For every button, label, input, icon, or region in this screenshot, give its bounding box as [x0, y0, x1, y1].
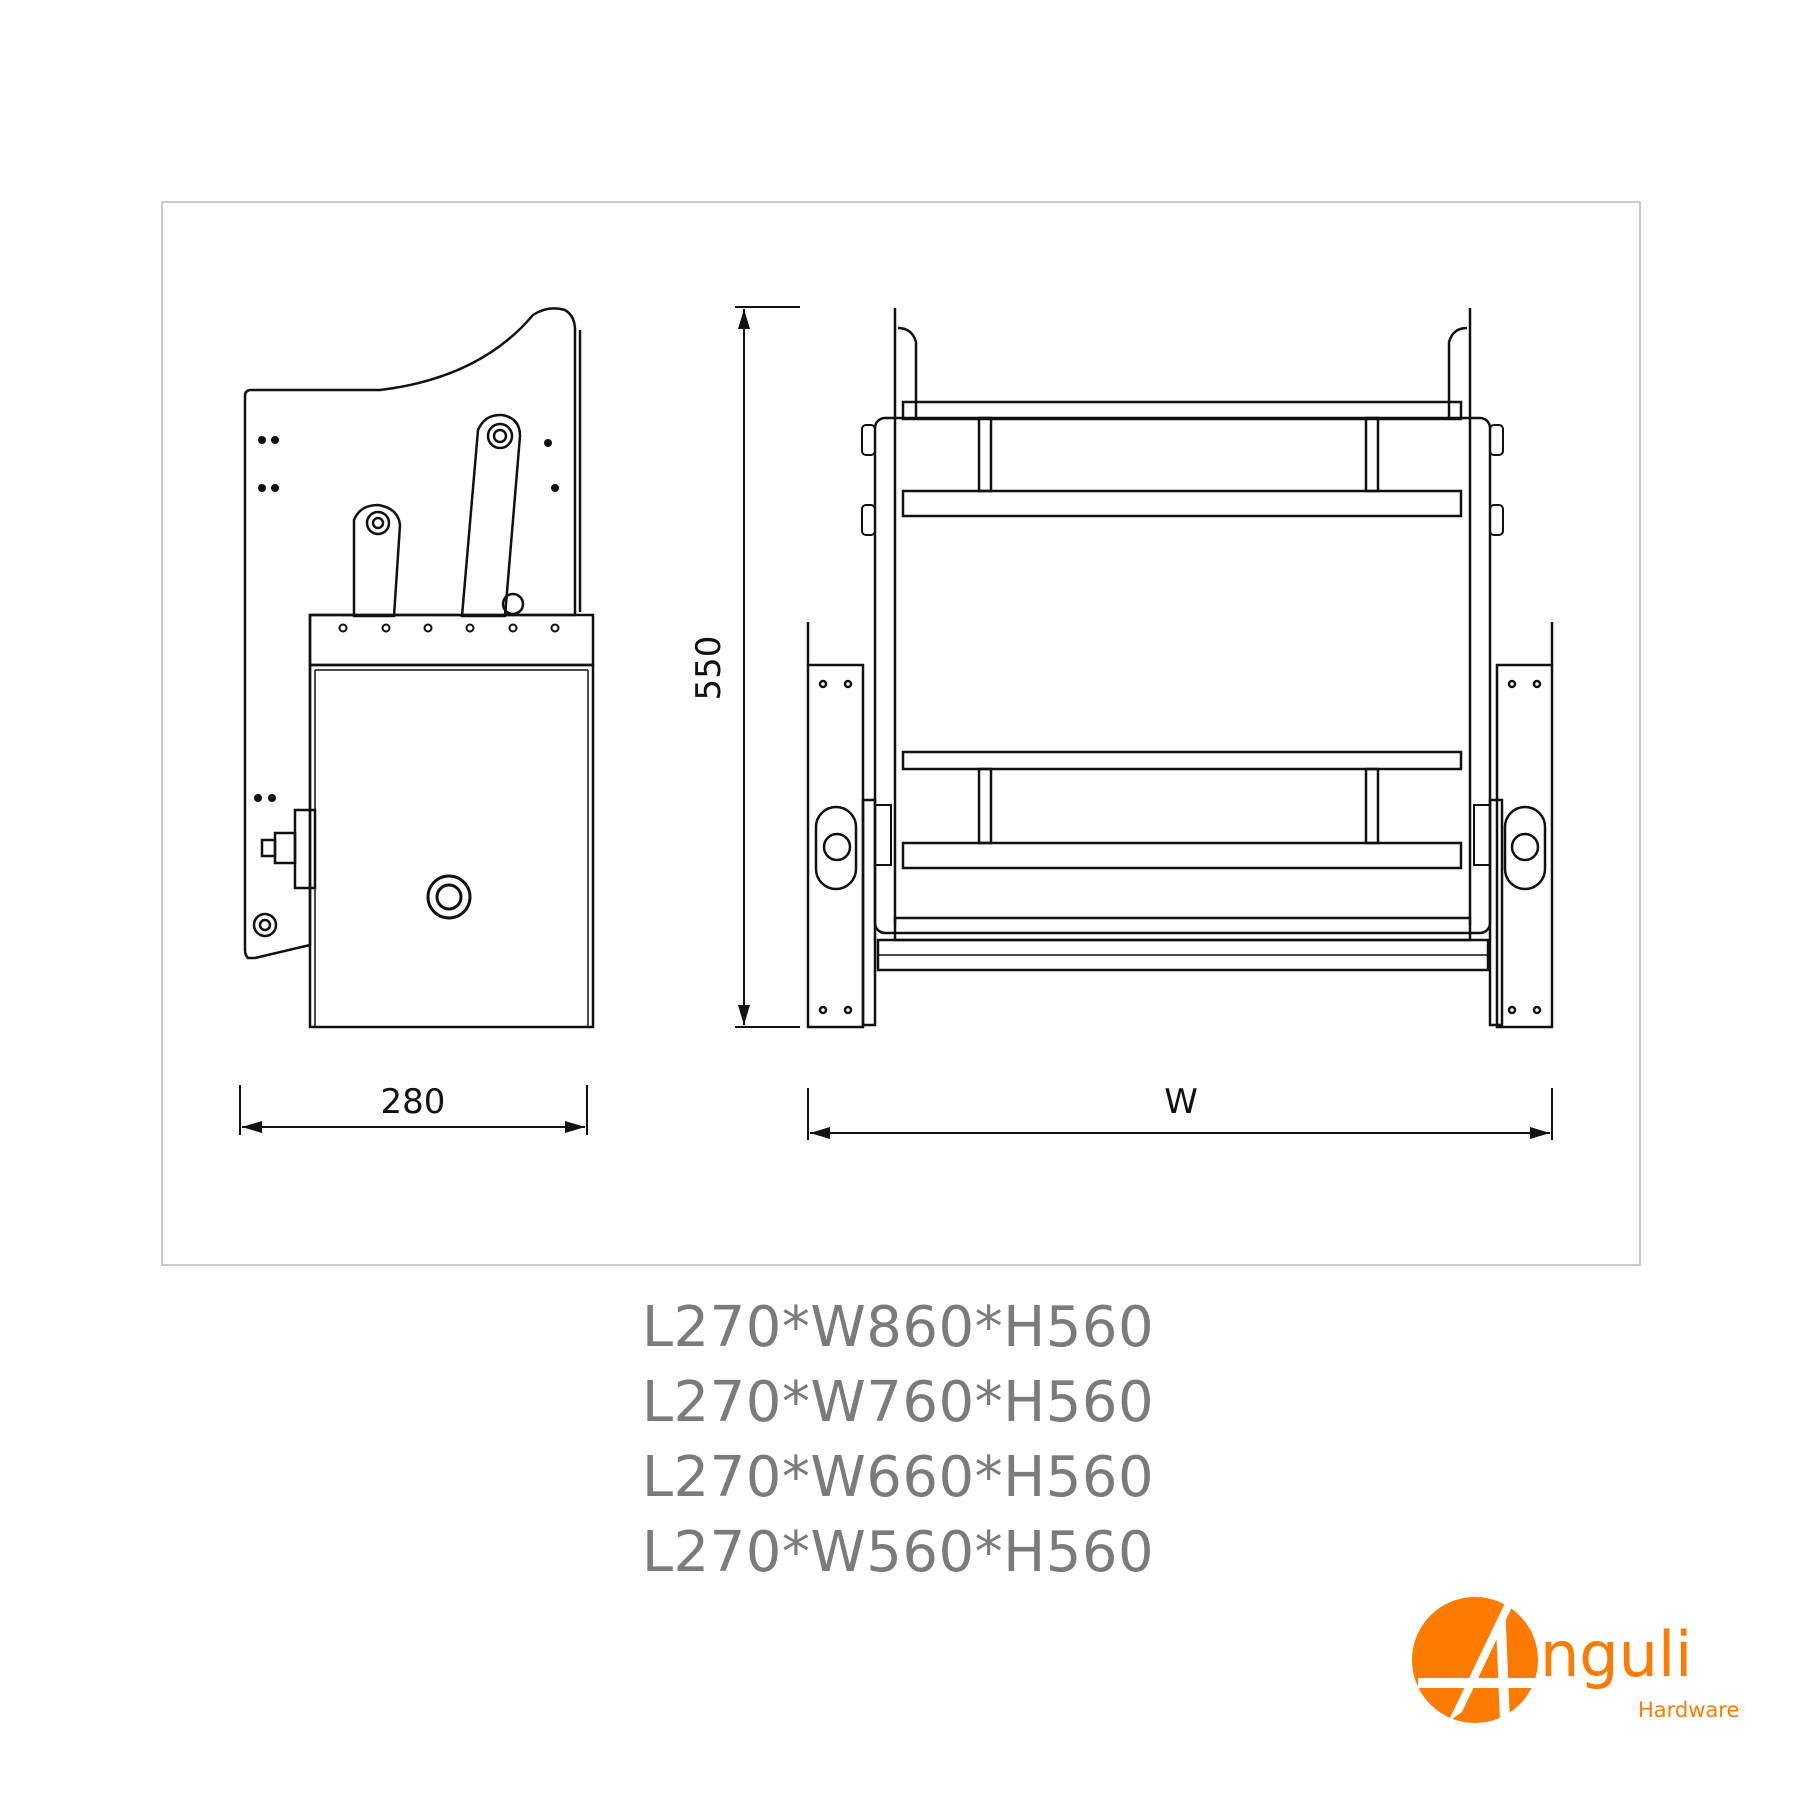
screw-bottom — [252, 912, 278, 938]
size-option-660: L270*W660*H560 — [641, 1445, 1155, 1510]
anguli-logo-mark — [1412, 1597, 1540, 1723]
size-option-860: L270*W860*H560 — [641, 1295, 1155, 1360]
drawing-frame — [161, 201, 1641, 1266]
dimension-depth — [239, 1085, 588, 1135]
rail-holes — [338, 623, 560, 633]
right-wall-bracket — [1495, 663, 1554, 1029]
basket-base — [893, 916, 1472, 942]
basket-frame — [873, 416, 1492, 935]
side-mount-plate — [243, 307, 577, 960]
side-basket-box — [308, 663, 595, 1029]
front-view — [806, 308, 1554, 1029]
dimension-depth-label: 280 — [381, 1082, 446, 1122]
side-knob — [426, 874, 472, 920]
size-list: L270*W860*H560 L270*W760*H560 L270*W660*… — [0, 1290, 1796, 1590]
upper-rail-bottom — [901, 489, 1463, 518]
logo-subtitle: Hardware — [1638, 1698, 1740, 1722]
left-post — [897, 326, 918, 420]
lift-arm-short — [352, 503, 402, 618]
side-view — [243, 307, 595, 1029]
lower-rail-bottom — [901, 841, 1463, 870]
dimension-height — [735, 306, 800, 1028]
mount-screws — [254, 436, 559, 802]
dimension-width-label: W — [1164, 1082, 1198, 1122]
dimension-width — [807, 1088, 1553, 1140]
lower-rail-top — [901, 750, 1463, 771]
right-post — [1447, 326, 1468, 420]
side-top-rail — [308, 613, 595, 667]
logo-wordmark: nguli — [1540, 1618, 1693, 1691]
dimension-height-label: 550 — [689, 636, 729, 701]
size-option-760: L270*W760*H560 — [641, 1370, 1155, 1435]
gas-spring-housing — [293, 808, 317, 890]
lift-arm-long — [460, 413, 525, 618]
upper-rail-top — [901, 400, 1463, 421]
right-bracket-knob — [1510, 832, 1540, 862]
size-option-560: L270*W560*H560 — [641, 1520, 1155, 1585]
left-bracket-knob — [822, 832, 852, 862]
